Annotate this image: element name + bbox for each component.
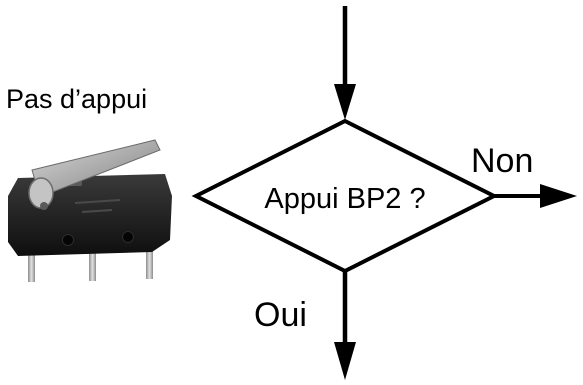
no-branch-arrow <box>494 184 577 208</box>
switch-pin <box>89 253 96 281</box>
mounting-hole <box>62 234 74 246</box>
yes-branch-label: Oui <box>254 296 307 334</box>
lever-pivot <box>40 202 48 210</box>
microswitch-photo <box>8 139 172 282</box>
switch-pin <box>28 247 35 282</box>
yes-branch-arrow <box>334 271 356 380</box>
switch-pin <box>146 247 153 279</box>
no-branch-label: Non <box>471 142 533 180</box>
component-caption: Pas d’appui <box>6 84 147 114</box>
mounting-hole <box>122 231 134 243</box>
body-marking <box>74 199 121 213</box>
incoming-arrow <box>334 6 356 120</box>
decision-label: Appui BP2 ? <box>264 183 425 215</box>
